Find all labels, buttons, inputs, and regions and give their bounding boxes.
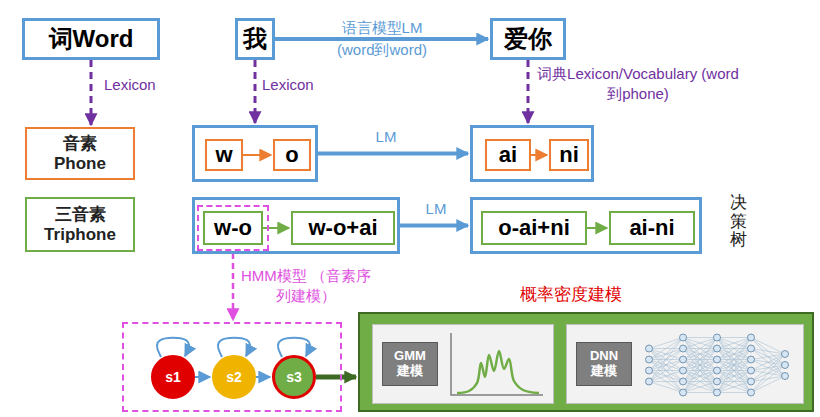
node-label: s3 <box>286 369 302 385</box>
node-label: ai-ni <box>629 215 674 240</box>
node-label: GMM 建模 <box>390 349 430 379</box>
node-label: 音素 Phone <box>49 134 111 173</box>
node-label: s1 <box>165 369 181 385</box>
connector-arrow <box>90 60 93 125</box>
edge-label: LM <box>366 128 406 146</box>
node-label: 爱你 <box>504 25 552 53</box>
vertical-note: 决策树 <box>730 194 747 250</box>
level-box: 音素 Phone <box>25 127 135 180</box>
density-curve <box>457 351 539 393</box>
triphone-group: o-ai+ni ai-ni <box>470 197 702 254</box>
word-box: 词Word <box>22 18 160 60</box>
edge-label: 词典Lexicon/Vocabulary (word到phone) <box>535 64 741 104</box>
network-links <box>649 338 785 393</box>
connector-arrow <box>316 375 356 380</box>
triphone-box: w-o <box>203 211 263 245</box>
node-label: s2 <box>226 369 242 385</box>
connector-arrow <box>263 227 289 229</box>
node-label: w <box>215 142 232 167</box>
triphone-group: w-o w-o+ai <box>192 197 400 254</box>
plot-axes <box>451 333 543 395</box>
state-circle: s3 <box>272 355 316 399</box>
node-label: DNN 建模 <box>584 349 624 379</box>
phone-box: w <box>205 139 243 171</box>
node-label: ni <box>559 142 579 167</box>
edge-label: Lexicon <box>262 76 342 94</box>
connector-arrow <box>256 376 270 378</box>
phone-group: ai ni <box>470 125 594 182</box>
connector-arrow <box>275 37 488 41</box>
node-label: 我 <box>243 25 267 53</box>
hmm-box: s1 s2 s3 <box>122 322 342 412</box>
panel-heading: 概率密度建模 <box>520 285 622 305</box>
word-box: 我 <box>235 18 275 60</box>
edge-label: HMM模型 （音素序列建模） <box>236 266 376 306</box>
connector-arrow <box>243 154 271 156</box>
node-label: ai <box>499 142 517 167</box>
node-label: 三音素 Triphone <box>40 205 120 244</box>
edge-label: Lexicon <box>104 76 184 94</box>
triphone-box: ai-ni <box>609 211 695 245</box>
triphone-box: o-ai+ni <box>481 211 587 245</box>
connector-arrow <box>531 154 547 156</box>
phone-box: ai <box>485 139 531 171</box>
phone-group: wo <box>192 125 318 182</box>
connector-arrow <box>587 227 607 229</box>
edge-label: 语言模型LM (word到word) <box>322 17 442 61</box>
connector-arrow <box>232 253 235 320</box>
density-panel: 概率密度建模GMM 建模DNN 建模 <box>358 312 814 412</box>
node-label: 词Word <box>49 25 134 53</box>
node-label: w-o+ai <box>308 215 377 240</box>
dnn-panel: DNN 建模 <box>566 324 804 404</box>
network-neurons <box>646 334 789 396</box>
model-label: DNN 建模 <box>576 342 632 386</box>
connector-arrow <box>195 376 210 378</box>
connector-arrow <box>527 60 530 123</box>
state-circle: s2 <box>212 355 256 399</box>
phone-box: ni <box>549 139 589 171</box>
connector-arrow <box>254 60 257 123</box>
edge-label: LM <box>416 200 456 218</box>
node-label: o <box>285 142 298 167</box>
triphone-box: w-o+ai <box>291 211 395 245</box>
level-box: 三音素 Triphone <box>25 197 135 252</box>
node-label: w-o <box>214 215 252 240</box>
connector-arrow <box>318 152 468 156</box>
gmm-panel: GMM 建模 <box>372 324 554 404</box>
phone-box: o <box>273 139 311 171</box>
model-label: GMM 建模 <box>382 342 438 386</box>
connector-arrow <box>400 224 468 228</box>
state-circle: s1 <box>151 355 195 399</box>
word-box: 爱你 <box>490 18 566 60</box>
node-label: o-ai+ni <box>498 215 570 240</box>
